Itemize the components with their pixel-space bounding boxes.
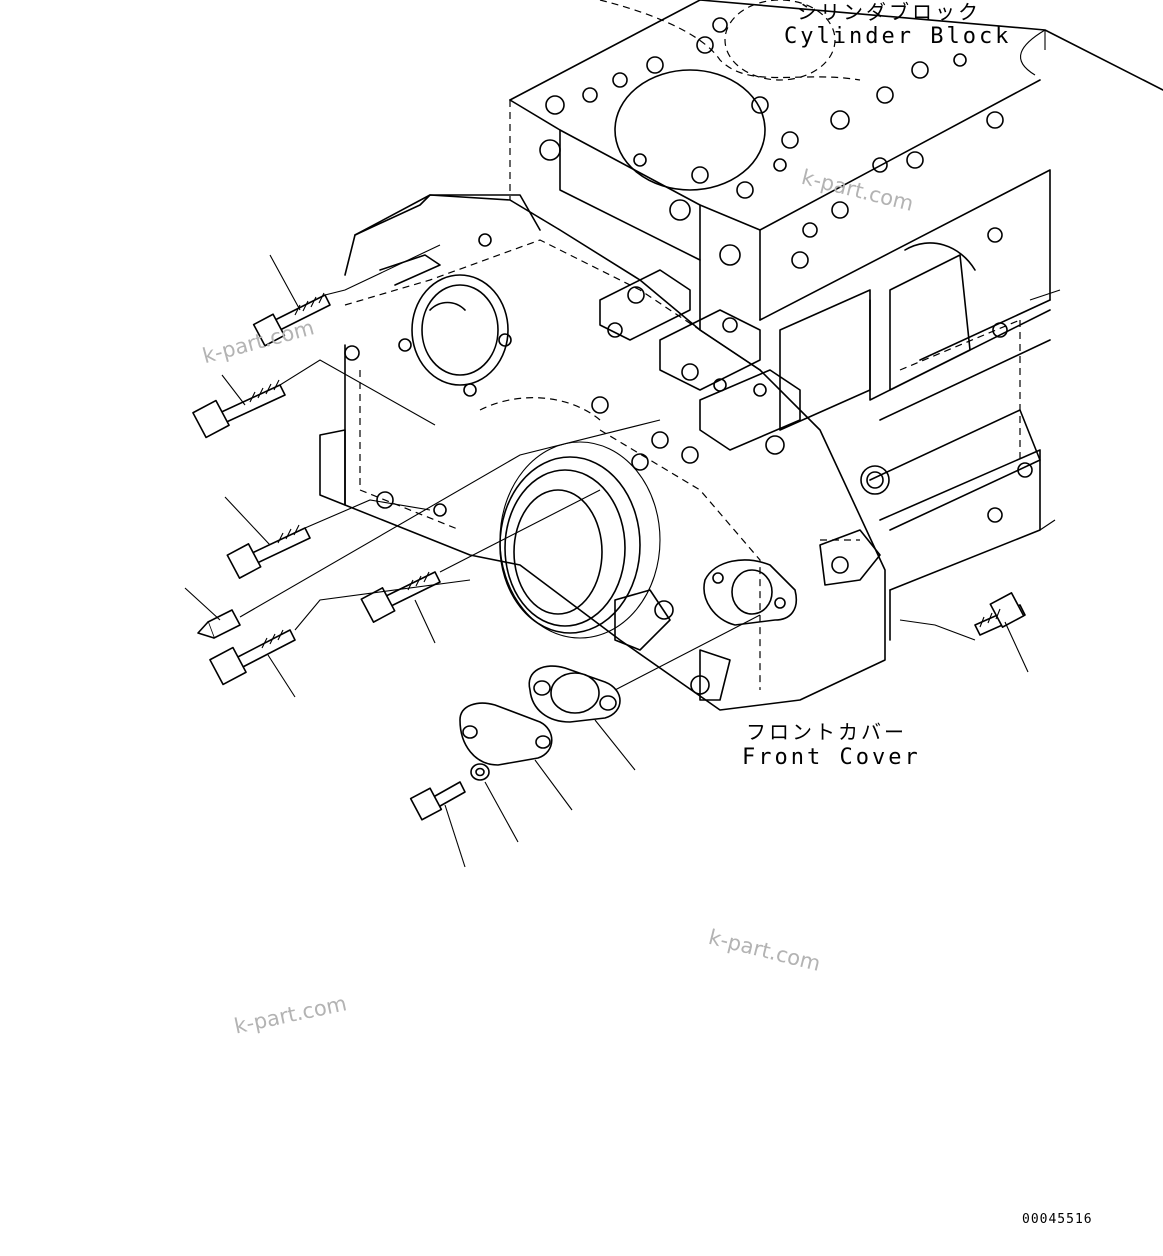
gasket [528, 665, 621, 723]
washer [470, 763, 490, 781]
bolt-1 [252, 292, 331, 347]
cover-plate [459, 702, 553, 766]
bolt-6 [974, 592, 1026, 636]
cylinder-block [509, 0, 1163, 641]
cylinder-block-label-jp: シリンダブロック [797, 0, 981, 24]
cylinder-block-label-en: Cylinder Block [784, 24, 1012, 49]
bolt-5 [209, 629, 296, 686]
front-cover [319, 194, 886, 711]
front-cover-label-jp: フロントカバー [746, 720, 907, 744]
leader-lines [184, 244, 1029, 868]
bolt-3 [226, 524, 311, 579]
bolt-2 [192, 379, 286, 439]
front-cover-label-en: Front Cover [742, 745, 921, 770]
drawing-code: 00045516 [1022, 1212, 1093, 1227]
bolt-4 [360, 571, 441, 623]
bolt-7 [409, 781, 466, 821]
edge-lines [1039, 30, 1056, 531]
dowel-pin [197, 609, 241, 639]
